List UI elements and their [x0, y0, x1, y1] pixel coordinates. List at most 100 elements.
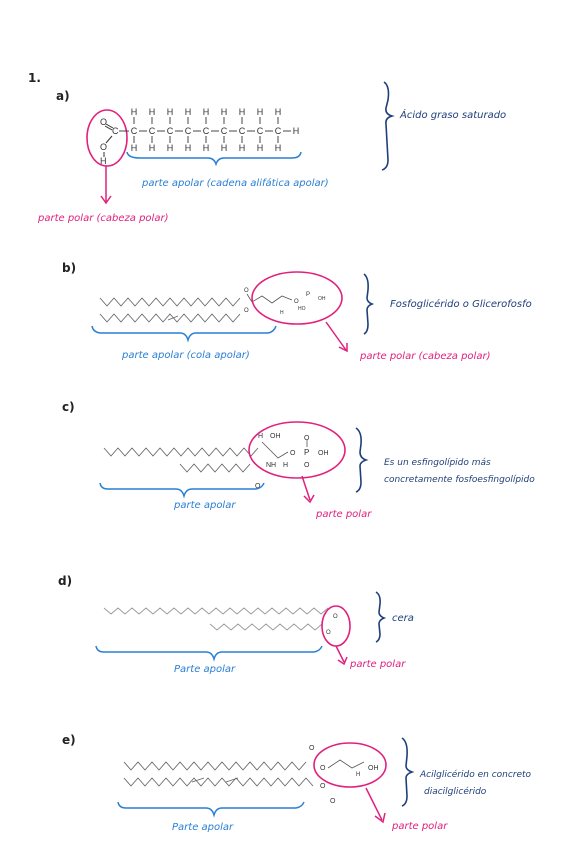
section-d: d) O O Parte apolar parte polar cera: [58, 574, 414, 675]
atom-h-upper: H: [149, 107, 156, 117]
atom-o-d1: O: [333, 614, 338, 620]
carboxyl-group: O C O H: [100, 117, 119, 166]
atom-o-minus-c: O: [304, 462, 310, 469]
atom-h-lower: H: [131, 143, 138, 153]
atom-c-chain: C: [203, 126, 210, 136]
atom-c-chain: C: [239, 126, 246, 136]
atom-h-lower: H: [203, 143, 210, 153]
atom-h-upper: H: [257, 107, 264, 117]
fatty-acid-chain-d: [209, 623, 323, 631]
polar-head-circle-a: [86, 109, 128, 167]
ester-group-d: O O: [326, 614, 338, 636]
right-brace-a: [381, 81, 395, 171]
apolar-label-a: parte apolar (cadena alifática apolar): [141, 177, 329, 189]
atom-p-b: P: [306, 292, 310, 298]
atom-h-upper: H: [185, 107, 192, 117]
atom-nh-c: NH: [266, 462, 276, 469]
section-c: c) H OH O P O OH O NH H O parte apolar p…: [62, 400, 535, 520]
atom-oh2-c: OH: [318, 450, 329, 457]
phospho-head-b: O O O P OH HO H: [244, 288, 326, 316]
atom-c-chain: C: [257, 126, 264, 136]
polar-label-d: parte polar: [349, 659, 406, 670]
lipid-name-e-line2: diacilglicérido: [424, 786, 487, 797]
atom-c-chain: C: [167, 126, 174, 136]
atom-h-e: H: [356, 772, 360, 778]
atom-h-lower: H: [149, 143, 156, 153]
atom-o-b3: O: [294, 299, 299, 305]
lipid-name-c-line2: concretamente fosfoesfingolípido: [384, 475, 535, 485]
atom-o-b2: O: [244, 308, 249, 314]
atom-h-lower: H: [239, 143, 246, 153]
atom-h-lower: H: [185, 143, 192, 153]
atom-h-bottom: H: [100, 156, 107, 166]
fatty-acid-chain-1: [99, 297, 241, 307]
fatty-acid-chain-e1: [123, 761, 307, 771]
atom-o-e2: O: [320, 765, 326, 772]
atom-ho-b: HO: [298, 306, 306, 312]
atom-o-c-top: O: [304, 435, 310, 442]
apolar-label-e: Parte apolar: [172, 822, 234, 833]
atom-c-chain: C: [221, 126, 228, 136]
section-a-label: a): [56, 89, 70, 103]
lipid-name-b: Fosfoglicérido o Glicerofosfo: [390, 298, 532, 310]
atom-oh-b: OH: [318, 296, 326, 302]
atom-h-upper: H: [167, 107, 174, 117]
lipid-name-d: cera: [392, 613, 414, 624]
atom-c-chain: C: [149, 126, 156, 136]
right-brace-c: [355, 427, 369, 493]
section-a: a) O C O H HCHHCHHCHHCHHCHHCHHCHHCHHCHH …: [37, 81, 506, 224]
glycerol-head-e: O O H OH O O: [309, 745, 379, 805]
atom-c-chain: C: [185, 126, 192, 136]
section-b: b) O O O P OH HO H parte apolar (cola ap…: [62, 261, 532, 362]
phospho-head-c: H OH O P O OH O NH H O: [255, 433, 329, 490]
polar-label-c: parte polar: [315, 509, 372, 520]
section-c-label: c): [62, 400, 75, 414]
atom-o-b1: O: [244, 288, 249, 294]
atom-o-mid: O: [100, 142, 107, 152]
atom-o-e3: O: [320, 783, 326, 790]
section-b-label: b): [62, 261, 76, 275]
atom-oh-c: OH: [270, 433, 281, 440]
apolar-brace-e: [117, 801, 305, 818]
polar-arrow-e: [365, 787, 386, 824]
polar-head-circle-c: [248, 421, 346, 479]
lipid-name-c-line1: Es un esfingolípido más: [384, 458, 491, 468]
atom-c-carboxyl: C: [112, 126, 119, 136]
polar-head-circle-d: [321, 605, 351, 647]
polar-arrow-b: [325, 321, 348, 353]
right-brace-d: [375, 591, 387, 643]
sphingosine-chain: [103, 447, 259, 457]
section-e-label: e): [62, 733, 76, 747]
exercise-number: 1.: [28, 71, 41, 85]
fatty-acid-chain-e2: [123, 777, 314, 787]
right-brace-b: [363, 273, 375, 335]
atom-h-upper: H: [239, 107, 246, 117]
apolar-brace-c: [99, 482, 265, 499]
apolar-brace-b: [91, 325, 277, 343]
atom-o-e1: O: [309, 745, 315, 752]
polar-label-b: parte polar (cabeza polar): [359, 351, 490, 362]
polar-arrow-d: [335, 645, 348, 666]
polar-arrow-c: [301, 475, 315, 504]
atom-o-e4: O: [330, 798, 336, 805]
apolar-brace-d: [95, 645, 323, 662]
atom-h-upper: H: [203, 107, 210, 117]
atom-h-lower: H: [167, 143, 174, 153]
apolar-brace-a: [126, 151, 302, 167]
atom-h-upper: H: [221, 107, 228, 117]
atom-o-bottom-c: O: [255, 483, 261, 490]
atom-h-b: H: [280, 310, 284, 316]
atom-p-c: P: [304, 448, 309, 457]
fatty-acid-chain-c: [179, 463, 251, 473]
right-brace-e: [401, 737, 415, 807]
atom-h2-c: H: [283, 462, 288, 469]
atom-h-terminal: H: [293, 126, 300, 136]
atom-h-lower: H: [221, 143, 228, 153]
polar-head-circle-e: [313, 742, 387, 788]
atom-h-upper: H: [275, 107, 282, 117]
atom-h-lower: H: [275, 143, 282, 153]
atom-c-chain: C: [131, 126, 138, 136]
apolar-label-d: Parte apolar: [174, 664, 236, 675]
apolar-label-b: parte apolar (cola apolar): [121, 350, 250, 361]
